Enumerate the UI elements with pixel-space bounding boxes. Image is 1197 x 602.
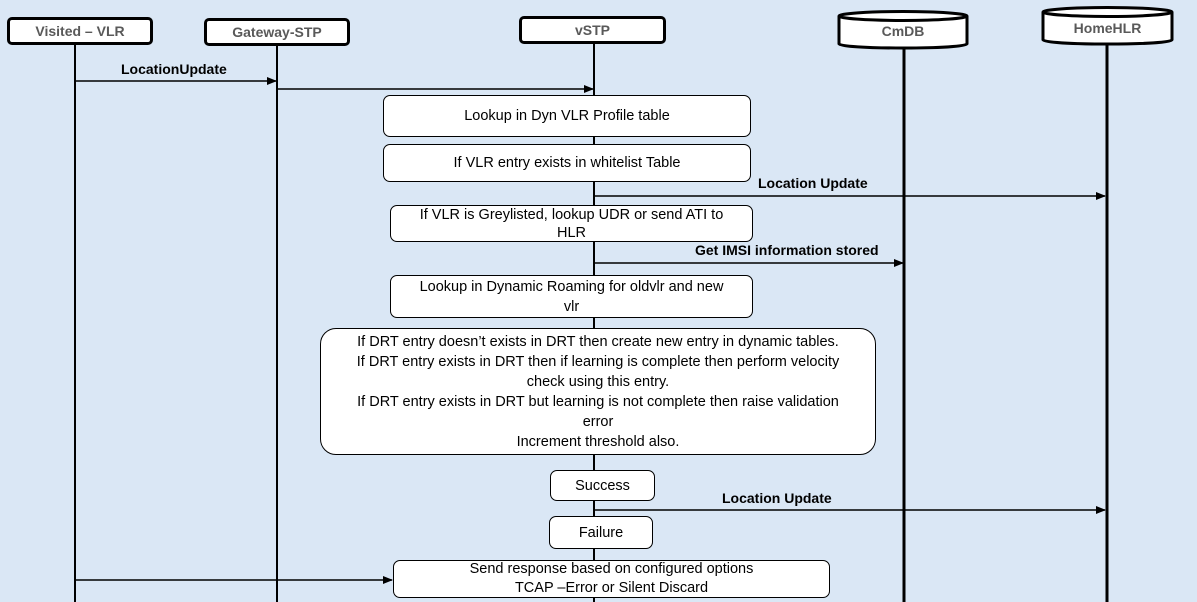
- message-location-update-1: LocationUpdate: [121, 61, 227, 77]
- actor-home-hlr: HomeHLR: [1073, 20, 1142, 36]
- message-location-update-2: Location Update: [758, 175, 868, 191]
- home-hlr-cylinder: [1041, 6, 1174, 46]
- box-whitelist-text: If VLR entry exists in whitelist Table: [453, 155, 681, 171]
- box-whitelist: If VLR entry exists in whitelist Table: [383, 144, 751, 182]
- box-lookup-dyn-vlr-text: Lookup in Dyn VLR Profile table: [464, 108, 670, 124]
- actor-cmdb: CmDB: [881, 23, 925, 39]
- box-dynamic-roaming-line-1: Lookup in Dynamic Roaming for oldvlr and…: [419, 278, 724, 295]
- box-drt-line-6: Increment threshold also.: [516, 433, 680, 450]
- box-dynamic-roaming: Lookup in Dynamic Roaming for oldvlr and…: [390, 275, 753, 318]
- actor-vstp: vSTP: [519, 16, 666, 44]
- box-lookup-dyn-vlr: Lookup in Dyn VLR Profile table: [383, 95, 751, 137]
- box-greylisted-line-2: HLR: [556, 224, 586, 241]
- box-drt: If DRT entry doesn’t exists in DRT then …: [320, 328, 876, 455]
- box-drt-line-4: If DRT entry exists in DRT but learning …: [357, 393, 839, 410]
- box-greylisted-line-1: If VLR is Greylisted, lookup UDR or send…: [419, 206, 724, 223]
- box-failure: Failure: [549, 516, 653, 549]
- message-get-imsi: Get IMSI information stored: [695, 242, 879, 258]
- box-success: Success: [550, 470, 655, 501]
- message-location-update-3: Location Update: [722, 490, 832, 506]
- box-success-text: Success: [575, 477, 630, 494]
- box-send-response: Send response based on configured option…: [393, 560, 830, 598]
- box-drt-line-5: error: [582, 413, 614, 430]
- actor-gateway-stp: Gateway-STP: [204, 18, 350, 46]
- box-drt-line-2: If DRT entry exists in DRT then if learn…: [356, 353, 840, 370]
- actor-visited-vlr: Visited – VLR: [7, 17, 153, 45]
- box-dynamic-roaming-line-2: vlr: [563, 298, 580, 315]
- box-send-response-line-2: TCAP –Error or Silent Discard: [514, 580, 709, 596]
- cmdb-cylinder: [837, 10, 969, 50]
- box-send-response-line-1: Send response based on configured option…: [469, 561, 754, 577]
- box-drt-line-1: If DRT entry doesn’t exists in DRT then …: [357, 333, 839, 350]
- box-drt-line-3: check using this entry.: [526, 373, 670, 390]
- box-failure-text: Failure: [578, 524, 624, 541]
- box-greylisted: If VLR is Greylisted, lookup UDR or send…: [390, 205, 753, 242]
